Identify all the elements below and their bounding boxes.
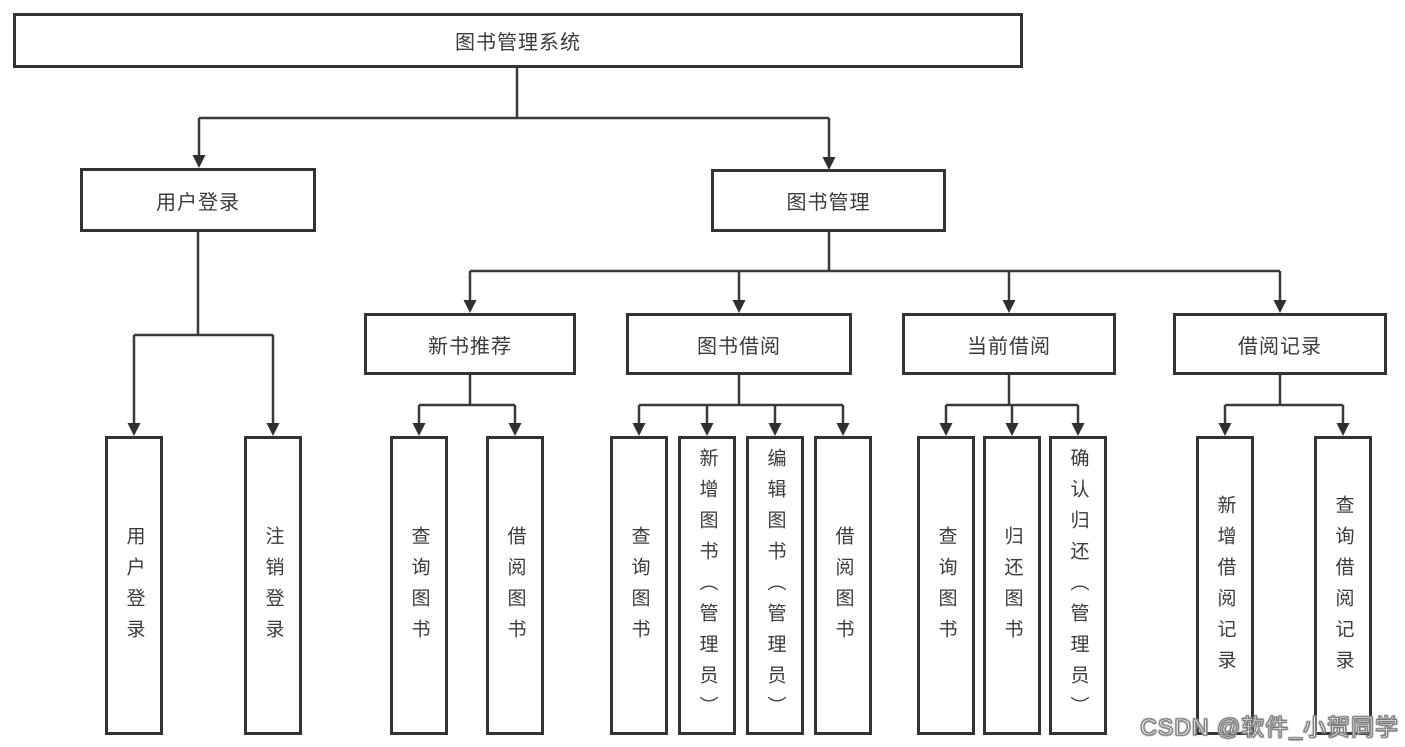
leaf-query-books: 查询图书: [610, 436, 668, 735]
leaf-confirm-return-admin: 确认归还（管理员）: [1049, 436, 1107, 735]
arrowhead-icons: [127, 155, 1350, 436]
node-book-management: 图书管理: [711, 169, 946, 232]
leaf-user-login: 用户登录: [105, 436, 163, 735]
leaf-query-books-current: 查询图书: [917, 436, 975, 735]
node-user-login: 用户登录: [80, 168, 316, 232]
leaf-return-books: 归还图书: [983, 436, 1041, 735]
node-root-system: 图书管理系统: [13, 13, 1023, 68]
leaf-edit-books-admin: 编辑图书（管理员）: [746, 436, 804, 735]
leaf-add-books-admin: 新增图书（管理员）: [678, 436, 736, 735]
node-current-borrow: 当前借阅: [902, 313, 1116, 375]
watermark: CSDN @软件_小贺同学: [1140, 714, 1399, 741]
node-borrow-records: 借阅记录: [1173, 313, 1387, 375]
leaf-add-borrow-record: 新增借阅记录: [1196, 436, 1254, 735]
leaf-borrow-books-recommend: 借阅图书: [486, 436, 544, 735]
leaf-query-borrow-record: 查询借阅记录: [1314, 436, 1372, 735]
leaf-query-books-recommend: 查询图书: [390, 436, 448, 735]
node-new-book-recommend: 新书推荐: [364, 313, 576, 375]
leaf-borrow-books: 借阅图书: [814, 436, 872, 735]
leaf-logout: 注销登录: [244, 436, 302, 735]
node-book-borrow: 图书借阅: [626, 313, 852, 375]
